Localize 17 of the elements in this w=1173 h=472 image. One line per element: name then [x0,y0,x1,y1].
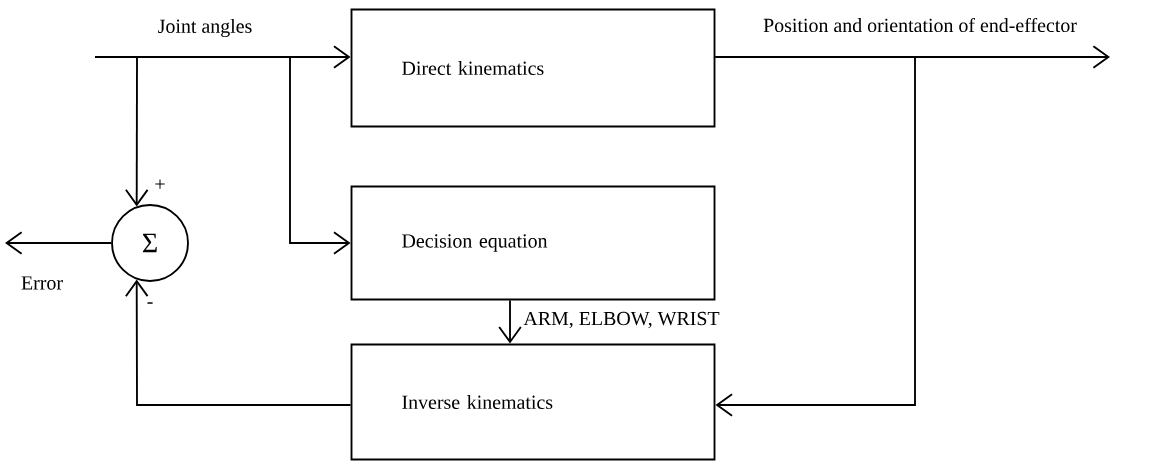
arrow [289,56,351,255]
arrow [714,56,916,417]
sign-label: + [155,179,165,189]
edge-label: ARM, ELBOW, WRIST [523,311,720,329]
summing-junction: Σ [111,204,189,282]
arrow [124,56,149,207]
arrow [94,45,351,69]
sign-label: - [147,302,153,304]
process-box: Decision equation [350,185,716,301]
arrow [124,279,352,406]
edge-label: Joint angles [158,18,252,38]
edge-label: Position and orientation of end-effector [763,17,1077,33]
arrow [5,231,112,255]
arrow [498,299,522,344]
process-box: Direct kinematics [350,8,716,128]
edge-label: Error [21,276,63,290]
process-box: Inverse kinematics [350,343,716,461]
